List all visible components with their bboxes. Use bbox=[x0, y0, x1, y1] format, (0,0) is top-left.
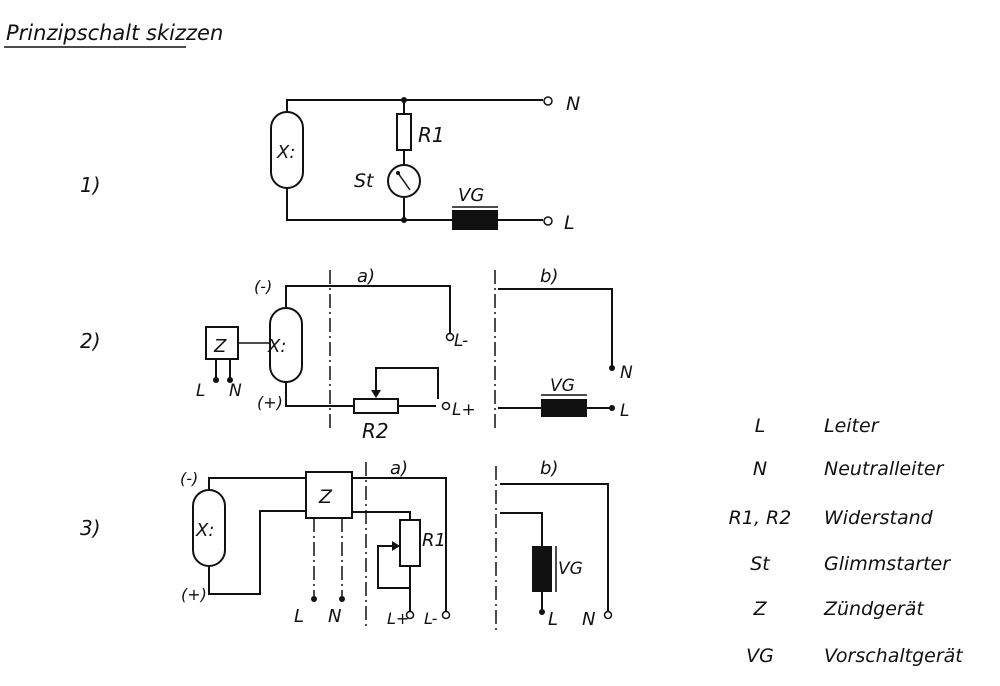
ballast-vg bbox=[452, 210, 498, 230]
minus-wire bbox=[208, 477, 306, 490]
legend-meaning: Neutralleiter bbox=[824, 458, 945, 480]
legend-meaning: Zündgerät bbox=[823, 598, 925, 620]
terminal-n-label: N bbox=[582, 609, 595, 630]
legend-symbol: St bbox=[750, 553, 771, 575]
lamp-symbol bbox=[270, 111, 304, 189]
legend-symbol: N bbox=[753, 458, 767, 480]
circuit-2: 2) a) b) (-) (+) X: L- L+ R2 Z L N bbox=[80, 266, 633, 443]
igniter-label: Z bbox=[213, 336, 227, 357]
starter-contact bbox=[397, 172, 411, 191]
igniter-l-label: L bbox=[294, 606, 304, 627]
minus-wire bbox=[285, 285, 451, 333]
legend-meaning: Glimmstarter bbox=[824, 553, 951, 575]
circuit-1-neutral-wire bbox=[286, 99, 543, 112]
minus-label: (-) bbox=[180, 469, 198, 488]
wiper-wire bbox=[375, 367, 439, 399]
output-wire bbox=[352, 477, 447, 612]
circuit-2-number: 2) bbox=[80, 329, 101, 353]
terminal-l-minus-label: L- bbox=[424, 609, 438, 628]
page-title: Prinzipschalt skizzen bbox=[6, 21, 223, 45]
terminal-l-minus-label: L- bbox=[454, 331, 468, 351]
legend-symbol: VG bbox=[746, 645, 774, 667]
part-a-label: a) bbox=[357, 266, 375, 287]
lamp-label: X: bbox=[267, 336, 286, 357]
resistor-r2 bbox=[353, 398, 399, 414]
resistor-label: R1 bbox=[422, 530, 446, 551]
minus-label: (-) bbox=[254, 277, 272, 296]
neutral-wire bbox=[498, 288, 613, 366]
ballast-label: VG bbox=[558, 559, 583, 579]
terminal-l-minus bbox=[441, 610, 451, 620]
plus-label: (+) bbox=[257, 393, 283, 412]
wiper-arrow-icon bbox=[371, 390, 381, 398]
terminal-n-label: N bbox=[620, 363, 633, 383]
ballast-label: VG bbox=[458, 185, 484, 206]
plus-label: (+) bbox=[181, 585, 207, 604]
terminal-l-plus bbox=[441, 401, 451, 411]
circuit-1-line-wire bbox=[286, 188, 452, 221]
terminal-l-minus bbox=[445, 332, 455, 342]
legend-meaning: Vorschaltgerät bbox=[824, 645, 964, 667]
plus-wire bbox=[208, 510, 306, 595]
lamp-label: X: bbox=[276, 142, 295, 163]
part-a-label: a) bbox=[390, 458, 408, 479]
terminal-l-plus bbox=[405, 610, 415, 620]
legend-symbol: Z bbox=[752, 598, 767, 620]
circuit-3: 3) a) b) (-) (+) X: Z L N R1 L+ L- bbox=[80, 458, 613, 630]
terminal-l-plus-label: L+ bbox=[452, 400, 476, 420]
igniter-label: Z bbox=[318, 486, 333, 508]
legend-meaning: Leiter bbox=[824, 415, 880, 437]
legend-symbol: L bbox=[755, 415, 766, 437]
terminal-l bbox=[543, 216, 553, 226]
resistor-r1 bbox=[396, 113, 412, 151]
terminal-l-plus-label: L+ bbox=[387, 609, 409, 628]
terminal-n bbox=[543, 96, 553, 106]
circuit-3-number: 3) bbox=[80, 516, 101, 540]
circuit-1: 1) X: R1 St VG N L bbox=[80, 93, 580, 234]
igniter-z bbox=[305, 471, 353, 519]
terminal-n-label: N bbox=[566, 93, 580, 115]
junction-dot bbox=[401, 97, 407, 103]
wiper-arrow-icon bbox=[392, 541, 400, 551]
circuit-1-number: 1) bbox=[80, 173, 101, 197]
igniter-n-label: N bbox=[328, 606, 341, 627]
ballast-vg bbox=[532, 546, 552, 592]
igniter-l-label: L bbox=[196, 381, 205, 401]
neutral-wire bbox=[500, 483, 609, 612]
glow-starter bbox=[387, 164, 421, 198]
igniter-n-label: N bbox=[229, 381, 242, 401]
terminal-l-label: L bbox=[620, 401, 629, 421]
resistor-label: R1 bbox=[418, 123, 445, 147]
junction-dot bbox=[401, 217, 407, 223]
legend-meaning: Widerstand bbox=[824, 507, 934, 529]
part-b-label: b) bbox=[540, 458, 558, 479]
lamp-label: X: bbox=[195, 520, 214, 541]
part-b-label: b) bbox=[540, 266, 558, 287]
resistor-r1 bbox=[399, 519, 421, 567]
ballast-label: VG bbox=[550, 376, 575, 396]
resistor-label: R2 bbox=[362, 419, 389, 443]
terminal-l-label: L bbox=[564, 212, 575, 234]
legend-symbol: R1, R2 bbox=[729, 507, 792, 529]
plus-wire bbox=[285, 382, 354, 407]
terminal-l-label: L bbox=[548, 609, 558, 630]
wiper-wire bbox=[377, 545, 410, 589]
legend: L Leiter N Neutralleiter R1, R2 Widersta… bbox=[729, 415, 965, 667]
starter-label: St bbox=[354, 170, 375, 192]
ballast-vg bbox=[541, 399, 587, 417]
terminal-n bbox=[603, 610, 613, 620]
